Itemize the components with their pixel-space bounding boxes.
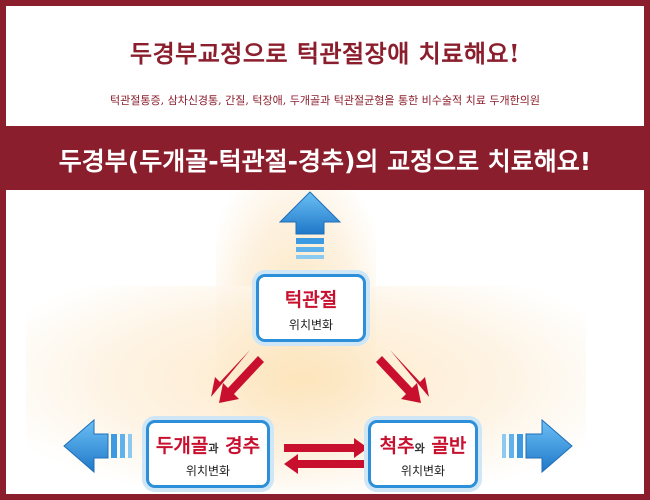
node-skull-label: 두개골 <box>155 435 209 457</box>
diagram-graphic <box>26 190 586 494</box>
node-skull-cervical-subtitle: 위치변화 <box>185 464 231 478</box>
exchange-arrows-icon <box>376 350 429 403</box>
node-skull-cervical: 두개골과 경추 위치변화 <box>146 420 270 488</box>
up-arrow-icon <box>278 191 342 259</box>
node-jaw-joint-subtitle: 위치변화 <box>288 318 334 332</box>
node-spine-pelvis: 척추와 골반 위치변화 <box>368 420 478 488</box>
node-spine-label: 척추 <box>379 435 415 457</box>
exchange-arrows-icon <box>284 438 368 474</box>
exchange-arrows-icon <box>211 350 264 403</box>
banner: 두경부(두개골-턱관절-경추)의 교정으로 치료해요! <box>0 128 650 188</box>
node-jaw-joint-title: 턱관절 <box>284 289 338 311</box>
node-skull-connector: 과 <box>208 442 219 455</box>
node-pelvis-label: 골반 <box>431 435 467 457</box>
page-title: 두경부교정으로 턱관절장애 치료해요! <box>129 39 521 68</box>
node-spine-pelvis-title: 척추와 골반 <box>371 431 475 458</box>
node-skull-cervical-title: 두개골과 경추 <box>149 431 267 458</box>
node-jaw-joint: 턱관절 위치변화 <box>256 274 366 342</box>
node-spine-pelvis-subtitle: 위치변화 <box>400 464 446 478</box>
node-spine-connector: 와 <box>414 442 425 455</box>
left-arrow-icon <box>63 418 132 474</box>
right-arrow-icon <box>502 418 573 474</box>
page-subtitle: 턱관절통증, 삼차신경통, 간질, 턱장애, 두개골과 턱관절균형을 통한 비수… <box>109 94 540 107</box>
diagram-panel: 턱관절 위치변화 두개골과 경추 위치변화 척추와 골반 위치변화 <box>6 190 644 494</box>
node-cervical-label: 경추 <box>225 435 261 457</box>
banner-text: 두경부(두개골-턱관절-경추)의 교정으로 치료해요! <box>58 147 592 176</box>
header-panel: 두경부교정으로 턱관절장애 치료해요! 턱관절통증, 삼차신경통, 간질, 턱장… <box>6 6 644 126</box>
